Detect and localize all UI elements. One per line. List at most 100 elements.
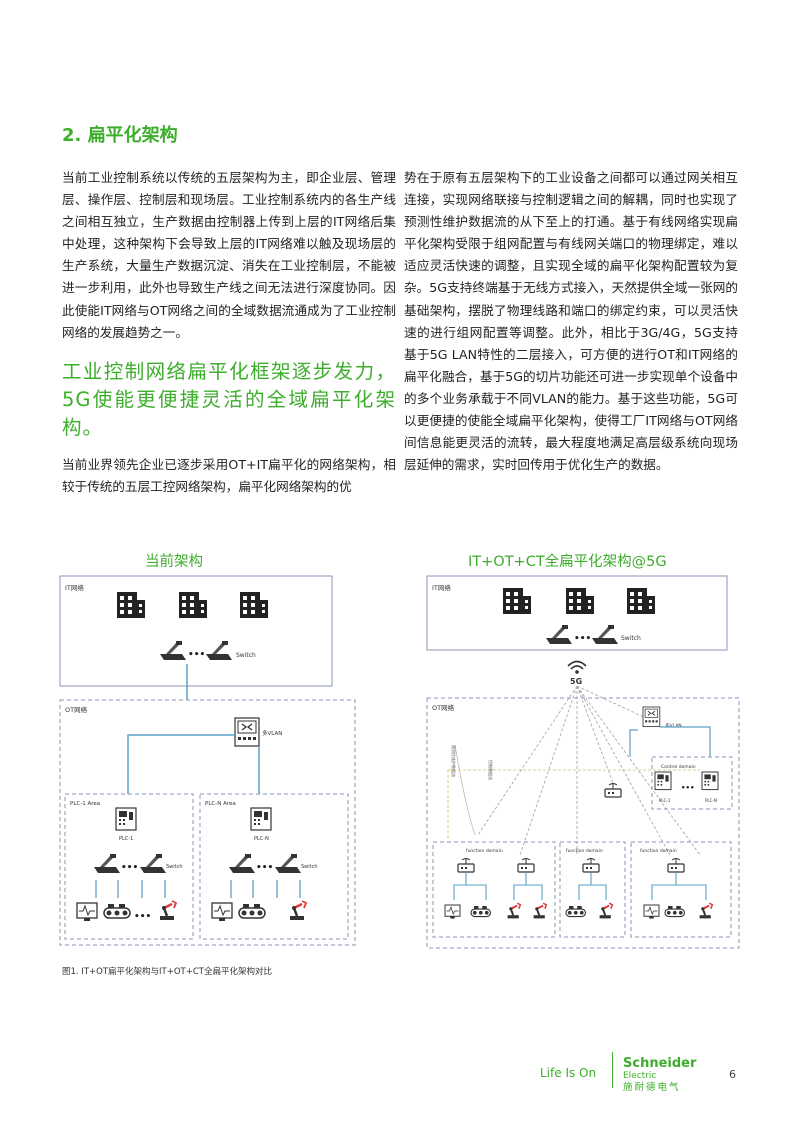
right-domain-box-2 bbox=[559, 841, 626, 938]
left-switch2-label: Switch bbox=[166, 864, 183, 870]
switch-icon bbox=[94, 854, 120, 873]
left-plc1-area bbox=[64, 793, 194, 940]
left-switch-label: Switch bbox=[236, 652, 256, 659]
monitor-icon bbox=[76, 902, 98, 922]
5g-antenna-icon bbox=[567, 660, 587, 674]
switch-icon bbox=[160, 641, 186, 660]
right-it-network-box bbox=[426, 575, 728, 651]
right-side-label-1: 预测性维护数据流 bbox=[451, 745, 457, 777]
brand-logo: Schneider Electric 施耐德电气 bbox=[623, 1057, 696, 1094]
right-plc1-label: PLC-1 bbox=[659, 798, 671, 803]
plc-icon bbox=[654, 771, 672, 791]
robot-arm-icon bbox=[158, 899, 178, 922]
section-heading: 2. 扁平化架构 bbox=[62, 125, 178, 146]
conveyor-icon bbox=[664, 905, 686, 918]
footer-divider bbox=[612, 1052, 613, 1088]
building-icon bbox=[566, 588, 594, 614]
right-plcn-label: PLC-N bbox=[705, 798, 717, 803]
right-it-label: IT网络 bbox=[432, 583, 451, 592]
vlan-switch-icon bbox=[234, 717, 260, 747]
building-icon bbox=[117, 592, 145, 618]
left-vlan-label: 多VLAN bbox=[262, 729, 282, 737]
router-icon bbox=[517, 857, 535, 873]
switch-icon bbox=[275, 854, 301, 873]
right-ot-label: OT网络 bbox=[432, 703, 455, 712]
conveyor-icon bbox=[470, 905, 492, 918]
left-plcn-label: PLC-N bbox=[254, 836, 269, 842]
robot-arm-icon bbox=[532, 902, 548, 920]
footer-tagline: Life Is On bbox=[540, 1066, 597, 1080]
svg-text:•••: ••• bbox=[134, 912, 151, 922]
left-plc1-label: PLC-1 bbox=[119, 836, 133, 842]
right-domain-box-1 bbox=[432, 841, 556, 938]
left-area2-label: PLC-N Area bbox=[205, 801, 236, 807]
switch-icon bbox=[229, 854, 255, 873]
monitor-icon bbox=[643, 904, 660, 919]
brand-name: Schneider bbox=[623, 1056, 697, 1071]
switch-icon bbox=[592, 625, 618, 644]
svg-text:•••: ••• bbox=[256, 863, 273, 873]
svg-text:•••: ••• bbox=[681, 784, 694, 792]
conveyor-icon bbox=[238, 903, 266, 919]
robot-arm-icon bbox=[698, 902, 714, 920]
conveyor-icon bbox=[565, 905, 587, 918]
plc-icon bbox=[115, 807, 137, 831]
left-ot-label: OT网络 bbox=[65, 705, 88, 714]
right-switch-label: Switch bbox=[621, 635, 641, 642]
left-paragraph-1: 当前工业控制系统以传统的五层架构为主，即企业层、管理层、操作层、控制层和现场层。… bbox=[62, 170, 396, 340]
building-icon bbox=[503, 588, 531, 614]
right-diagram: IT网络 ••• Switch 5G OT网络 预测性维护数据流 控制数据流 bbox=[426, 575, 740, 949]
left-plcn-area bbox=[199, 793, 349, 940]
svg-text:•••: ••• bbox=[121, 863, 138, 873]
switch-icon bbox=[206, 641, 232, 660]
router-icon bbox=[457, 857, 475, 873]
figure-caption: 图1. IT+OT扁平化架构与IT+OT+CT全扁平化架构对比 bbox=[62, 967, 272, 977]
left-diagram: IT网络 ••• Switch OT网络 多VLAN PLC-1 Area PL… bbox=[59, 575, 356, 946]
switch-icon bbox=[140, 854, 166, 873]
building-icon bbox=[240, 592, 268, 618]
brand-cn: 施耐德电气 bbox=[623, 1082, 681, 1093]
left-it-label: IT网络 bbox=[65, 583, 84, 592]
architecture-diagram: IT网络 ••• Switch OT网络 多VLAN PLC-1 Area PL… bbox=[59, 575, 740, 949]
left-paragraph-2: 当前业界领先企业已逐步采用OT+IT扁平化的网络架构，相较于传统的五层工控网络架… bbox=[62, 456, 396, 494]
figure-left-title: 当前架构 bbox=[145, 554, 203, 570]
router-icon bbox=[604, 782, 622, 798]
router-icon bbox=[667, 857, 685, 873]
building-icon bbox=[627, 588, 655, 614]
brand-sub: Electric bbox=[623, 1071, 657, 1081]
right-func-label-2: function domain bbox=[640, 848, 677, 854]
right-paragraph-1: 势在于原有五层架构下的工业设备之间都可以通过网关相互连接，实现网络联接与控制逻辑… bbox=[404, 170, 738, 473]
switch-icon bbox=[546, 625, 572, 644]
figure-right-title: IT+OT+CT全扁平化架构@5G bbox=[468, 554, 667, 570]
left-area1-label: PLC-1 Area bbox=[70, 801, 100, 807]
right-control-domain-label: Control domain bbox=[661, 764, 696, 770]
conveyor-icon bbox=[103, 903, 131, 919]
vlan-switch-icon bbox=[642, 706, 661, 728]
right-side-label-2: 控制数据流 bbox=[488, 760, 494, 780]
left-ot-network-box bbox=[59, 699, 356, 946]
plc-icon bbox=[701, 771, 719, 791]
building-icon bbox=[179, 592, 207, 618]
left-column: 当前工业控制系统以传统的五层架构为主，即企业层、管理层、操作层、控制层和现场层。… bbox=[62, 167, 396, 498]
right-func-label-3: function domain bbox=[466, 848, 503, 854]
right-domain-box-3 bbox=[630, 841, 732, 938]
robot-arm-icon bbox=[598, 902, 614, 920]
robot-arm-icon bbox=[506, 902, 522, 920]
robot-arm-icon bbox=[288, 899, 308, 922]
left-it-network-box bbox=[59, 575, 333, 687]
right-vlan-label: 多VLAN bbox=[665, 722, 682, 729]
router-icon bbox=[582, 857, 600, 873]
right-ot-network-box bbox=[426, 697, 740, 949]
right-column: 势在于原有五层架构下的工业设备之间都可以通过网关相互连接，实现网络联接与控制逻辑… bbox=[404, 167, 738, 476]
right-control-domain bbox=[651, 756, 733, 810]
plc-icon bbox=[250, 807, 272, 831]
page-number: 6 bbox=[729, 1068, 736, 1081]
monitor-icon bbox=[444, 904, 461, 919]
right-func-label-1: function domain bbox=[566, 848, 603, 854]
ellipsis-icon: ••• bbox=[188, 650, 205, 660]
svg-text:•••: ••• bbox=[574, 634, 591, 644]
left-switch3-label: Switch bbox=[301, 864, 318, 870]
5g-label: 5G bbox=[570, 677, 582, 686]
monitor-icon bbox=[211, 902, 233, 922]
pull-quote: 工业控制网络扁平化框架逐步发力，5G使能更便捷灵活的全域扁平化架构。 bbox=[62, 359, 396, 439]
